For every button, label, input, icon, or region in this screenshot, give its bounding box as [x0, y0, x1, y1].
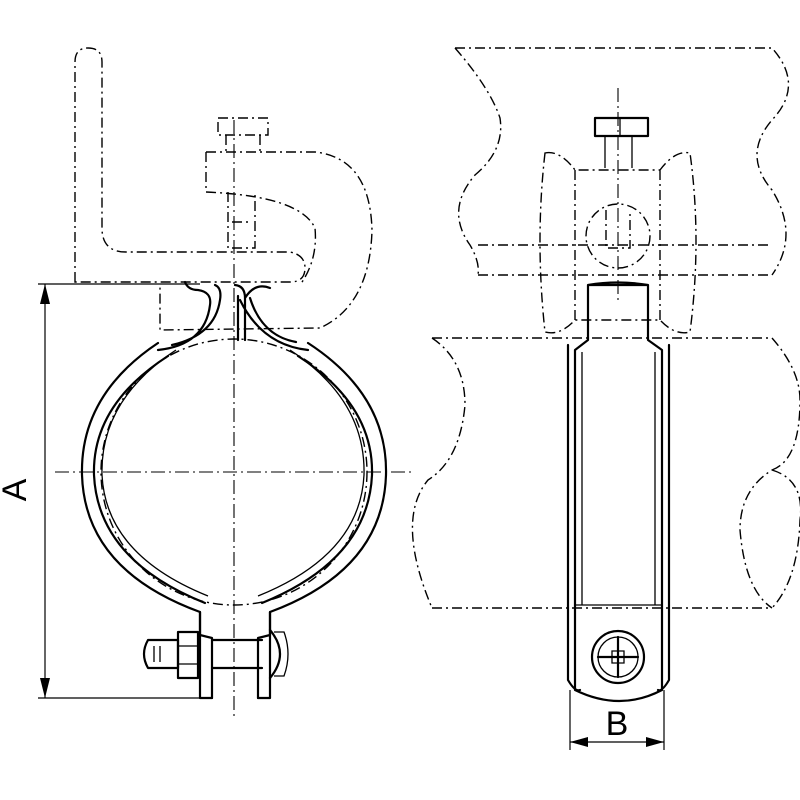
side-pipe-outline — [411, 337, 800, 609]
beam-flange-outline — [74, 47, 306, 283]
side-strap-edge — [566, 343, 671, 692]
front-view: A — [0, 47, 415, 718]
side-view: B — [411, 47, 800, 750]
dimension-a: A — [0, 283, 212, 699]
clamp-set-screw — [217, 117, 269, 249]
hanger-ring-outer — [80, 341, 388, 700]
side-clamp-block — [539, 151, 697, 334]
side-set-screw — [593, 116, 650, 249]
tightening-bolt — [142, 628, 289, 680]
side-hanger-strap-inner — [575, 352, 662, 606]
side-clamp-bolt-hole — [585, 203, 651, 269]
side-beam-outline — [454, 47, 790, 276]
hanger-top-lug — [156, 280, 310, 352]
hanger-bottom-ear — [198, 610, 272, 700]
dimension-b: B — [569, 690, 665, 750]
dimension-b-label: B — [606, 705, 629, 743]
dimension-a-label: A — [0, 478, 34, 501]
phillips-screw-head-icon — [590, 629, 646, 685]
beam-clamp-body — [159, 151, 373, 331]
hanger-ring-band — [101, 349, 365, 597]
hanger-ring-inner — [92, 354, 374, 605]
